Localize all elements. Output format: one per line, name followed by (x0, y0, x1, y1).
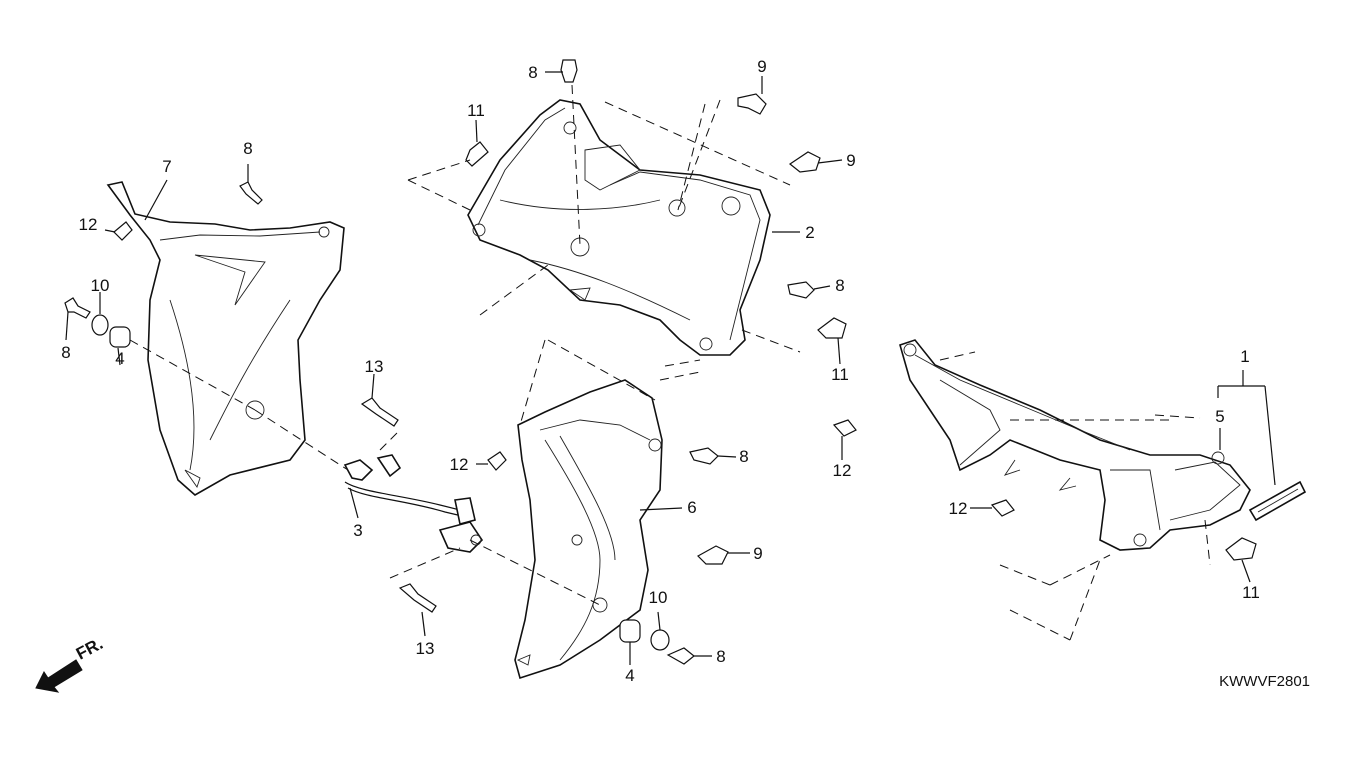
callout-2: 2 (805, 223, 814, 242)
callout-3: 3 (353, 521, 362, 540)
inner-cover-upper[interactable] (467, 99, 771, 356)
callout-4: 4 (625, 666, 634, 685)
callout-8: 8 (61, 343, 70, 362)
callout-12: 12 (949, 499, 968, 518)
right-side-cover[interactable] (899, 339, 1251, 551)
mounting-bracket[interactable] (343, 454, 484, 553)
callout-7: 6 (687, 498, 696, 517)
callout-12: 12 (79, 215, 98, 234)
callout-11: 11 (467, 101, 485, 120)
callout-8: 8 (528, 63, 537, 82)
callout-12: 12 (450, 455, 469, 474)
front-direction-arrow-icon: FR. (35, 634, 106, 693)
grommet[interactable] (109, 326, 131, 348)
emblem-badge (1248, 480, 1307, 522)
alignment-lines (129, 84, 1211, 641)
callout-11: 11 (831, 365, 849, 384)
front-direction-label: FR. (73, 634, 106, 664)
callout-8: 8 (835, 276, 844, 295)
screw[interactable] (64, 297, 91, 319)
callout-6: 7 (162, 157, 171, 176)
leader-lines (65, 71, 1276, 665)
reference-code: KWWVF2801 (1219, 673, 1310, 690)
callout-8: 8 (716, 647, 725, 666)
callout-8: 8 (243, 139, 252, 158)
callout-9: 9 (753, 544, 762, 563)
left-side-cover[interactable] (106, 181, 345, 496)
callout-12: 12 (833, 461, 852, 480)
callout-11: 11 (1242, 583, 1260, 602)
callout-10: 10 (91, 276, 110, 295)
callout-8: 8 (739, 447, 748, 466)
callout-9: 9 (757, 57, 766, 76)
callout-5: 5 (1215, 407, 1224, 426)
inner-cover-lower[interactable] (514, 379, 663, 680)
callout-13: 13 (365, 357, 384, 376)
callout-9: 9 (846, 151, 855, 170)
callout-10: 10 (649, 588, 668, 607)
washer[interactable] (91, 314, 109, 336)
callout-4: 4 (115, 349, 124, 368)
callout-1: 1 (1240, 347, 1249, 366)
hardware-group (64, 59, 1257, 665)
callout-labels: 7 8 12 10 8 4 3 13 13 8 11 9 9 2 8 11 12… (61, 57, 1260, 685)
callout-13: 13 (416, 639, 435, 658)
